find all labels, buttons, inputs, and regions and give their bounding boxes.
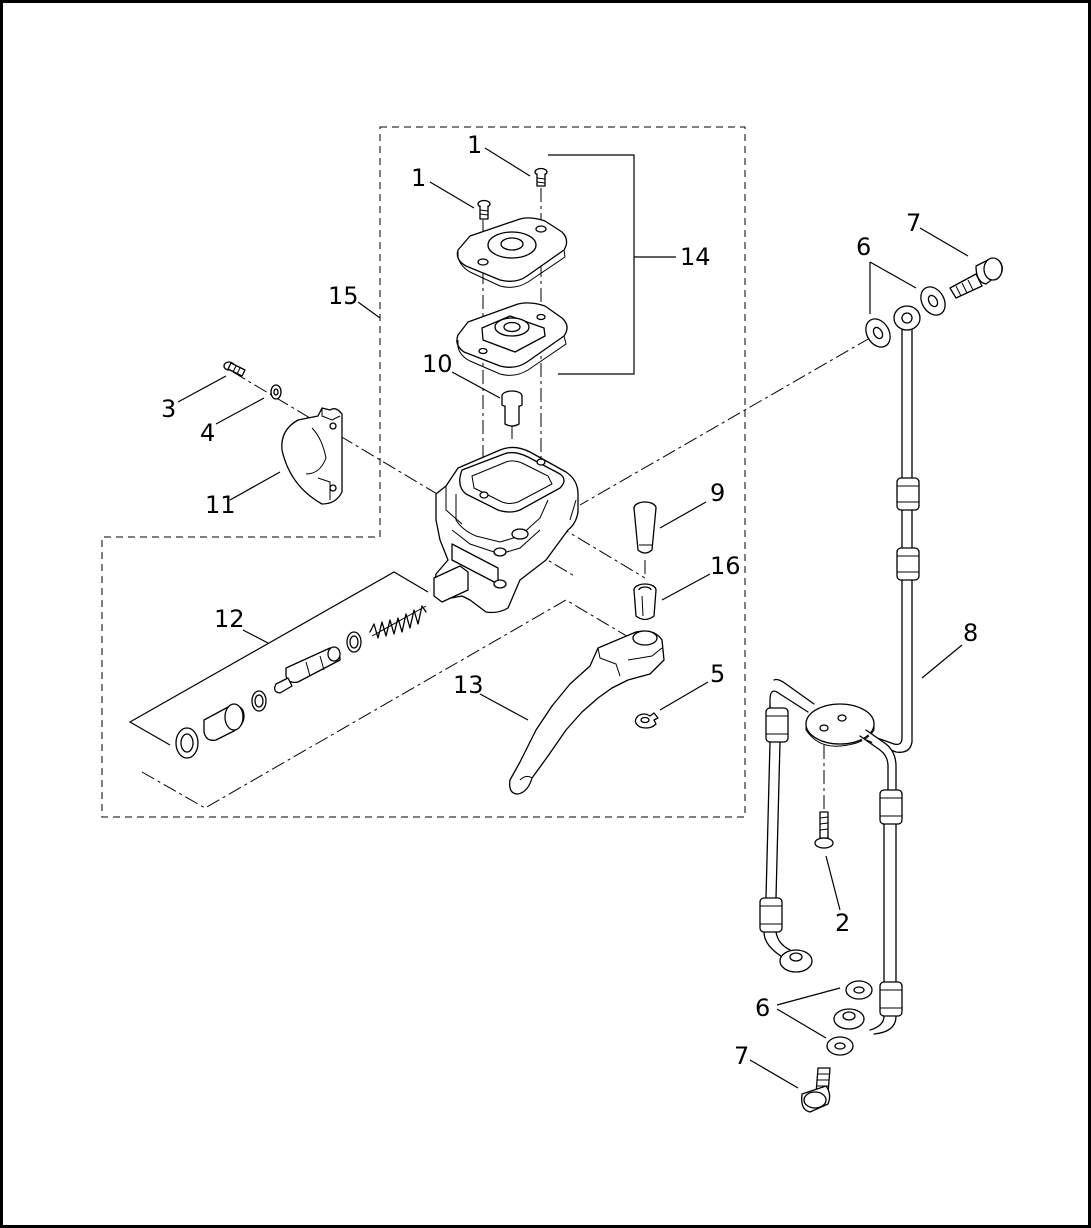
- callout-4: 4: [200, 419, 215, 447]
- master-cylinder-icon: [433, 446, 579, 614]
- washer-icon: [270, 384, 282, 400]
- clamp-bolt-icon: [223, 361, 246, 377]
- callout-6: 6: [856, 233, 871, 261]
- pivot-pin-icon: [633, 501, 657, 554]
- callouts: 1 1 14 15 10 3 4 11 9 16 12 13 5 7 6 8 2…: [161, 131, 978, 1070]
- screw-icon: [477, 199, 491, 220]
- bracket-14: [548, 154, 635, 375]
- bracket-12: [128, 571, 429, 746]
- callout-1: 1: [411, 164, 426, 192]
- brake-line-icon: [759, 305, 921, 1035]
- leader-lines: [177, 147, 969, 1089]
- callout-16: 16: [710, 552, 741, 580]
- banjo-washer-icon: [826, 1036, 854, 1056]
- callout-9: 9: [710, 479, 725, 507]
- callout-3: 3: [161, 395, 176, 423]
- callout-1: 1: [467, 131, 482, 159]
- callout-10: 10: [422, 350, 453, 378]
- banjo-bolt-icon: [949, 257, 1003, 299]
- callout-13: 13: [453, 671, 484, 699]
- callout-7: 7: [734, 1042, 749, 1070]
- plug-icon: [501, 390, 523, 427]
- banjo-bolt-icon: [801, 1067, 831, 1113]
- callout-11: 11: [205, 491, 236, 519]
- group-outline-15: [101, 126, 746, 818]
- handlebar-clamp-icon: [281, 407, 343, 505]
- callout-6: 6: [755, 994, 770, 1022]
- banjo-washer-icon: [845, 980, 873, 1000]
- callout-15: 15: [328, 282, 359, 310]
- reservoir-cover-icon: [456, 217, 568, 288]
- callout-5: 5: [710, 660, 725, 688]
- piston-kit-icon: [175, 605, 427, 759]
- callout-7: 7: [906, 209, 921, 237]
- callout-2: 2: [835, 909, 850, 937]
- screw-icon: [534, 167, 548, 187]
- gasket-icon: [456, 302, 568, 376]
- manifold-screw-icon: [814, 811, 834, 849]
- callout-8: 8: [963, 619, 978, 647]
- bushing-icon: [633, 583, 657, 621]
- banjo-washer-icon: [920, 286, 946, 316]
- retaining-ring-icon: [634, 712, 659, 729]
- brake-lever-icon: [509, 630, 665, 795]
- callout-12: 12: [214, 605, 245, 633]
- banjo-washer-icon: [865, 318, 891, 348]
- leader-12: [242, 629, 269, 644]
- callout-14: 14: [680, 243, 711, 271]
